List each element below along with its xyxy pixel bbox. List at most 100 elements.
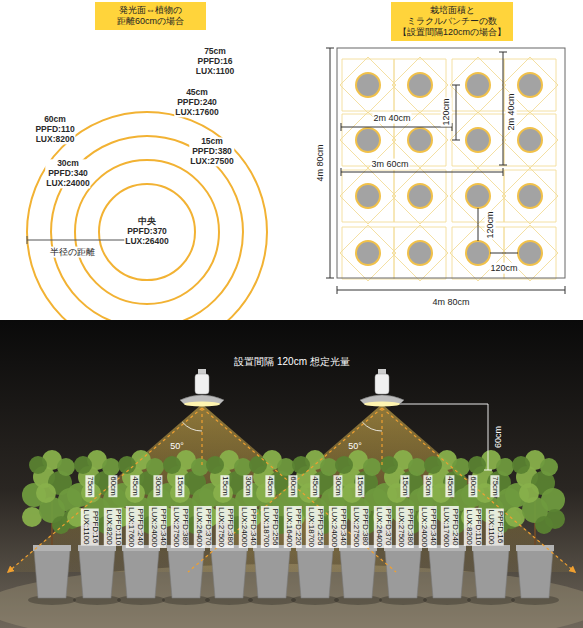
light-diamond	[502, 168, 558, 224]
distance-label: 15cm	[221, 475, 230, 497]
dimension-line	[490, 253, 518, 254]
dimension-label: 2m 40cm	[372, 113, 411, 124]
light-value: PPFD:240 LUX:17600	[441, 506, 459, 548]
dimension-line	[337, 286, 565, 294]
foliage	[424, 456, 442, 474]
ring-value: 45cm PPFD:240 LUX:17600	[174, 88, 219, 117]
angle-arcs	[182, 422, 382, 431]
light-value: PPFD:16 LUX:1100	[486, 509, 504, 546]
beam-line	[381, 408, 382, 468]
pot-rim	[516, 545, 554, 551]
light-value: PPFD:256 LUX:18700	[306, 506, 324, 548]
dimension-line	[478, 208, 479, 241]
light-square	[394, 227, 446, 279]
light-rings	[27, 112, 267, 352]
foliage	[57, 458, 75, 476]
light-diamond	[392, 57, 448, 113]
light-square	[394, 170, 446, 222]
distance-label: 45cm	[311, 475, 320, 497]
distance-label: 15cm	[176, 475, 185, 497]
pot	[123, 550, 159, 598]
dimension-label: 4m 80cm	[431, 297, 470, 308]
lamp-spot	[466, 73, 490, 97]
distance-label: 30cm	[333, 475, 342, 497]
light-value: PPFD:110 LUX:8200	[464, 508, 482, 546]
foliage	[36, 483, 56, 503]
light-value: PPFD:380 LUX:27500	[396, 506, 414, 548]
foliage	[535, 516, 553, 534]
plant	[22, 450, 82, 605]
beam-line	[201, 408, 202, 468]
area-square	[337, 48, 565, 278]
light-value: PPFD:380 LUX:27500	[216, 506, 234, 548]
lamp-spot	[356, 73, 380, 97]
dimension-line	[341, 123, 452, 131]
foliage	[496, 458, 514, 476]
angle-label: 50°	[348, 441, 362, 452]
lamp-spot	[356, 184, 380, 208]
pot	[473, 550, 509, 598]
light-value: PPFD:110 LUX:8200	[104, 508, 122, 546]
angle-label: 50°	[170, 441, 184, 452]
light-value: PPFD:340 LUX:24000	[239, 506, 257, 548]
distance-label: 45cm	[446, 475, 455, 497]
height-bracket	[400, 404, 492, 470]
lamp-spot	[466, 184, 490, 208]
foliage	[380, 456, 398, 474]
section-title: 設置間隔 120cm 想定光量	[234, 356, 350, 368]
light-square	[504, 170, 556, 222]
pot	[168, 550, 204, 598]
foliage	[146, 458, 164, 476]
foliage	[249, 456, 267, 474]
foliage	[363, 458, 381, 476]
radius-line	[27, 236, 126, 244]
dimension-label: 120cm	[441, 97, 452, 126]
lamp-spot	[518, 73, 542, 97]
title-box: 栽培面積と ミラクルバンチーの数 【設置間隔120cmの場合】	[391, 2, 513, 41]
lamp-glow	[364, 402, 400, 407]
light-square	[342, 170, 394, 222]
pot-rim	[33, 545, 71, 551]
dimension-lines	[326, 48, 565, 294]
light-value: PPFD:256 LUX:18700	[261, 506, 279, 548]
light-value: PPFD:380 LUX:27500	[171, 506, 189, 548]
lamp	[360, 369, 404, 407]
light-value: PPFD:220 LUX:16400	[284, 506, 302, 548]
foliage	[74, 456, 92, 474]
distance-label: 30cm	[423, 475, 432, 497]
distance-label: 45cm	[131, 475, 140, 497]
pot	[297, 550, 333, 598]
height-bracket	[400, 404, 492, 470]
light-diamond	[340, 57, 396, 113]
foliage	[335, 456, 353, 474]
dimension-label: 4m 80cm	[315, 143, 326, 182]
light-cone	[8, 404, 396, 572]
distance-label: 45cm	[266, 475, 275, 497]
foliage	[408, 458, 426, 476]
dimension-label: 2m 40cm	[506, 92, 517, 131]
ring	[99, 184, 195, 280]
pot	[340, 550, 376, 598]
light-square	[342, 59, 394, 111]
angle-arc	[362, 422, 382, 431]
lamp-glow	[184, 402, 220, 407]
light-value: PPFD:16 LUX:1100	[81, 509, 99, 546]
distance-label: 60cm	[108, 475, 117, 497]
lamp-spot	[356, 128, 380, 152]
lamp-spot	[408, 241, 432, 265]
foliage	[540, 458, 558, 476]
lamp-spot	[466, 241, 490, 265]
dimension-line	[452, 85, 460, 140]
light-square	[394, 59, 446, 111]
title-text: 発光面⇔植物の 距離60cmの場合	[117, 5, 184, 27]
pot	[385, 550, 421, 598]
center-value: 中央 PPFD:370 LUX:26400	[124, 217, 169, 246]
lamp-spot	[518, 128, 542, 152]
plants	[22, 450, 565, 605]
foliage	[102, 458, 120, 476]
lamp-spot	[408, 128, 432, 152]
distance-label: 30cm	[153, 475, 162, 497]
angle-arc	[182, 422, 202, 431]
beam-line	[382, 408, 575, 572]
ring-value: 15cm PPFD:380 LUX:27500	[189, 137, 234, 166]
